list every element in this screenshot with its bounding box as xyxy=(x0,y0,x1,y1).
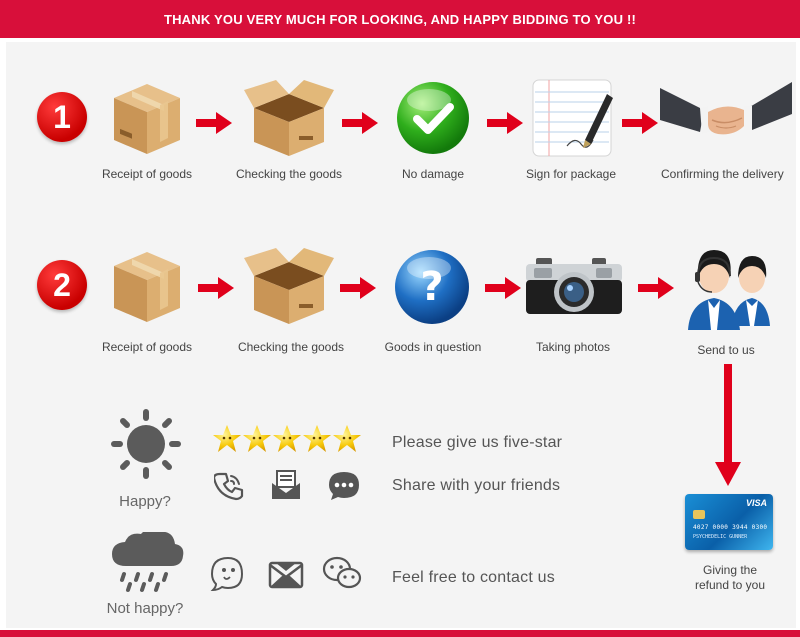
closed-box-icon xyxy=(114,252,180,322)
arrow-down-icon xyxy=(715,364,741,486)
five-star-rating xyxy=(213,425,361,452)
step-1-caption-checking: Checking the goods xyxy=(235,167,343,181)
phone-icon xyxy=(214,472,244,501)
step-1-caption-receipt: Receipt of goods xyxy=(101,167,193,181)
camera-icon xyxy=(526,258,622,314)
open-box-icon xyxy=(244,248,334,324)
step-1-caption-sign: Sign for package xyxy=(525,167,617,181)
arrow-right-icon xyxy=(340,277,376,299)
step-2-caption-receipt: Receipt of goods xyxy=(101,340,193,354)
share-text: Share with your friends xyxy=(392,477,561,494)
star-icon xyxy=(213,425,241,452)
arrow-right-icon xyxy=(342,112,378,134)
svg-text:?: ? xyxy=(420,264,443,310)
five-star-text: Please give us five-star xyxy=(392,434,563,451)
question-mark-icon: ? xyxy=(395,250,469,324)
arrow-right-icon xyxy=(198,277,234,299)
chat-bubble-icon xyxy=(329,472,359,500)
star-icon xyxy=(273,425,301,452)
wechat-icon xyxy=(322,556,362,589)
star-icon xyxy=(303,425,331,452)
happy-label: Happy? xyxy=(119,493,171,510)
bottom-bar xyxy=(0,630,800,637)
top-banner: THANK YOU VERY MUCH FOR LOOKING, AND HAP… xyxy=(0,0,800,38)
banner-text: THANK YOU VERY MUCH FOR LOOKING, AND HAP… xyxy=(163,11,637,27)
step-2-caption-question: Goods in question xyxy=(384,340,482,354)
star-icon xyxy=(333,425,361,452)
step-2-caption-photos: Taking photos xyxy=(535,340,611,354)
not-happy-label: Not happy? xyxy=(106,600,184,617)
step-2-caption-checking: Checking the goods xyxy=(237,340,345,354)
closed-box-icon xyxy=(114,84,180,154)
step-1-caption-confirm: Confirming the delivery xyxy=(661,167,784,181)
mail-icon xyxy=(268,561,304,589)
visa-card-icon: VISA 4027 0000 3944 0300 PSYCHEDELIC GUN… xyxy=(685,494,773,550)
step-2-badge: 2 xyxy=(37,260,87,310)
arrow-right-icon xyxy=(485,277,521,299)
arrow-right-icon xyxy=(622,112,658,134)
arrow-right-icon xyxy=(638,277,674,299)
sun-icon xyxy=(111,409,181,479)
green-check-icon xyxy=(397,82,469,154)
step-2-caption-send: Send to us xyxy=(697,343,755,357)
step-1-badge: 1 xyxy=(37,92,87,142)
support-agents-icon xyxy=(688,250,770,330)
signature-paper-icon xyxy=(532,79,613,157)
contact-text: Feel free to contact us xyxy=(392,569,555,586)
star-icon xyxy=(243,425,271,452)
card-chip xyxy=(693,510,705,519)
refund-caption-line2: refund to you xyxy=(694,578,766,592)
arrow-right-icon xyxy=(487,112,523,134)
rain-cloud-icon xyxy=(112,532,184,592)
handshake-icon xyxy=(660,82,792,135)
arrow-right-icon xyxy=(196,112,232,134)
envelope-letter-icon xyxy=(272,470,300,499)
qq-chat-icon xyxy=(210,556,244,592)
open-box-icon xyxy=(244,80,334,156)
step-1-caption-no-damage: No damage xyxy=(401,167,465,181)
refund-caption-line1: Giving the xyxy=(702,563,758,577)
